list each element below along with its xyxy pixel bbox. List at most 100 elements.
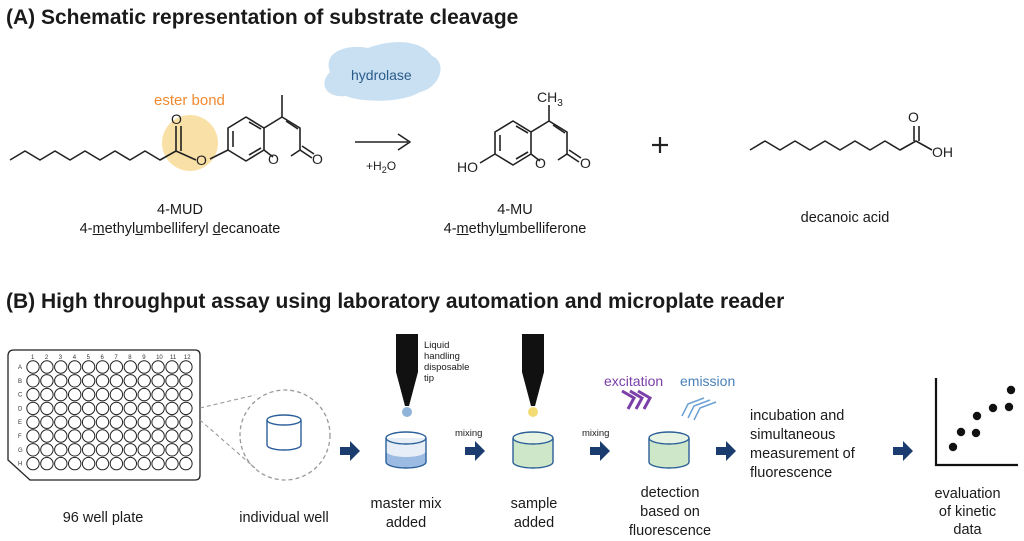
plate-well	[40, 360, 54, 374]
product-abbreviation: 4-MU	[497, 202, 533, 218]
svg-text:CH3: CH3	[537, 89, 563, 109]
plate-well	[68, 456, 82, 471]
arrow-icon	[590, 441, 610, 461]
plate-column-label: 11	[170, 355, 177, 361]
enzyme-label: hydrolase	[351, 67, 412, 83]
plate-well	[26, 401, 40, 416]
plate-well	[151, 387, 165, 402]
sample-drop	[528, 407, 538, 417]
product-ring-oxygen: O	[535, 155, 546, 171]
plate-well	[137, 374, 151, 388]
plate-well	[151, 415, 165, 429]
plate-well	[165, 374, 179, 388]
plate-well	[40, 374, 54, 388]
plate-well	[40, 443, 54, 457]
plate-row-label: C	[18, 393, 23, 399]
plate-well	[81, 456, 96, 471]
pipette-tip-2	[522, 334, 544, 406]
plate-well	[54, 360, 68, 374]
plate-well	[109, 401, 124, 416]
plate-well	[68, 429, 82, 443]
plate-well	[151, 443, 165, 457]
lactone-oxygen: O	[312, 151, 323, 167]
plate-well	[68, 415, 82, 429]
master-mix-label: master mix added	[370, 496, 442, 531]
svg-text:+H2O: +H2O	[366, 159, 396, 175]
plate-well	[165, 387, 179, 402]
section-a-heading: (A) Schematic representation of substrat…	[6, 6, 519, 29]
plate-well	[109, 415, 124, 429]
plate-well	[123, 360, 138, 374]
plate-row-label: E	[18, 420, 22, 426]
detection-label: detection based on fluorescence	[628, 485, 712, 539]
plate-well	[179, 374, 193, 388]
plate-row-label: A	[18, 365, 22, 371]
plate-well	[81, 443, 96, 457]
plate-well	[40, 401, 54, 416]
detection-well	[648, 431, 690, 469]
plate-well	[68, 360, 82, 374]
plate-well	[137, 360, 151, 374]
tip-label: Liquid handling disposable tip	[424, 340, 470, 384]
plate-well	[123, 429, 138, 443]
hydroxyl-label: HO	[457, 159, 478, 175]
plate-well	[26, 429, 40, 443]
plate-well	[26, 360, 40, 374]
plate-column-label: 7	[114, 355, 118, 361]
plate-well	[81, 429, 96, 443]
substrate-abbreviation: 4-MUD	[157, 202, 203, 218]
ring-oxygen: O	[268, 151, 279, 167]
acid-carbonyl-oxygen: O	[908, 109, 919, 125]
plate-row-label: G	[18, 448, 23, 454]
plate-well	[123, 387, 138, 402]
master-mix-well	[385, 431, 427, 469]
plate-well	[40, 387, 54, 402]
plate-well	[165, 443, 179, 457]
decanoyl-chain	[9, 150, 177, 161]
plate-column-label: 6	[101, 355, 105, 361]
plate-well	[109, 387, 124, 402]
reaction-scheme: O O O O O O O HO OH CH3 +H2O hydrolase	[9, 42, 953, 175]
plate-well	[26, 387, 40, 402]
plate-well	[95, 387, 110, 402]
plate-well	[179, 401, 193, 416]
arrow-icon	[465, 441, 485, 461]
plate-well	[68, 374, 82, 388]
plate-well	[95, 443, 110, 457]
plate-well	[151, 360, 165, 374]
plate-well	[26, 456, 40, 471]
plate-column-label: 10	[156, 355, 163, 361]
mixing-label-2: mixing	[582, 428, 610, 439]
plate-well	[68, 401, 82, 416]
incubation-label: incubation and simultaneous measurement …	[750, 408, 855, 481]
plate-well	[179, 415, 193, 429]
evaluation-label: evaluation of kinetic data	[934, 486, 1001, 538]
plate-label: 96 well plate	[62, 510, 144, 526]
ester-oxygen: O	[196, 152, 207, 168]
plate-well	[137, 401, 151, 416]
plate-row-label: D	[18, 406, 23, 412]
plate-well	[81, 415, 96, 429]
plate-well	[165, 429, 179, 443]
arrow-icon	[893, 441, 913, 461]
plate-well	[179, 387, 193, 402]
decanoic-acid-chain	[749, 140, 933, 151]
plate-column-label: 2	[45, 355, 49, 361]
plate-row-label: F	[18, 434, 22, 440]
substrate-caption: 4-MUD 4-methylumbelliferyl decanoate	[60, 201, 300, 239]
plate-well	[151, 429, 165, 443]
section-b-heading: (B) High throughput assay using laborato…	[6, 290, 785, 313]
plate-well	[151, 401, 165, 416]
plate-column-label: 5	[87, 355, 91, 361]
plate-well	[165, 360, 179, 374]
ester-bond-label: ester bond	[154, 92, 225, 109]
individual-well-icon	[266, 414, 302, 451]
master-mix-drop	[402, 407, 412, 417]
emission-label: emission	[680, 373, 736, 389]
plate-well	[151, 374, 165, 388]
substrate-full-name: 4-methylumbelliferyl decanoate	[79, 221, 281, 237]
emission-rays-icon	[681, 397, 717, 421]
sample-well	[512, 431, 554, 469]
plate-well	[54, 387, 68, 402]
product-lactone-oxygen: O	[580, 155, 591, 171]
